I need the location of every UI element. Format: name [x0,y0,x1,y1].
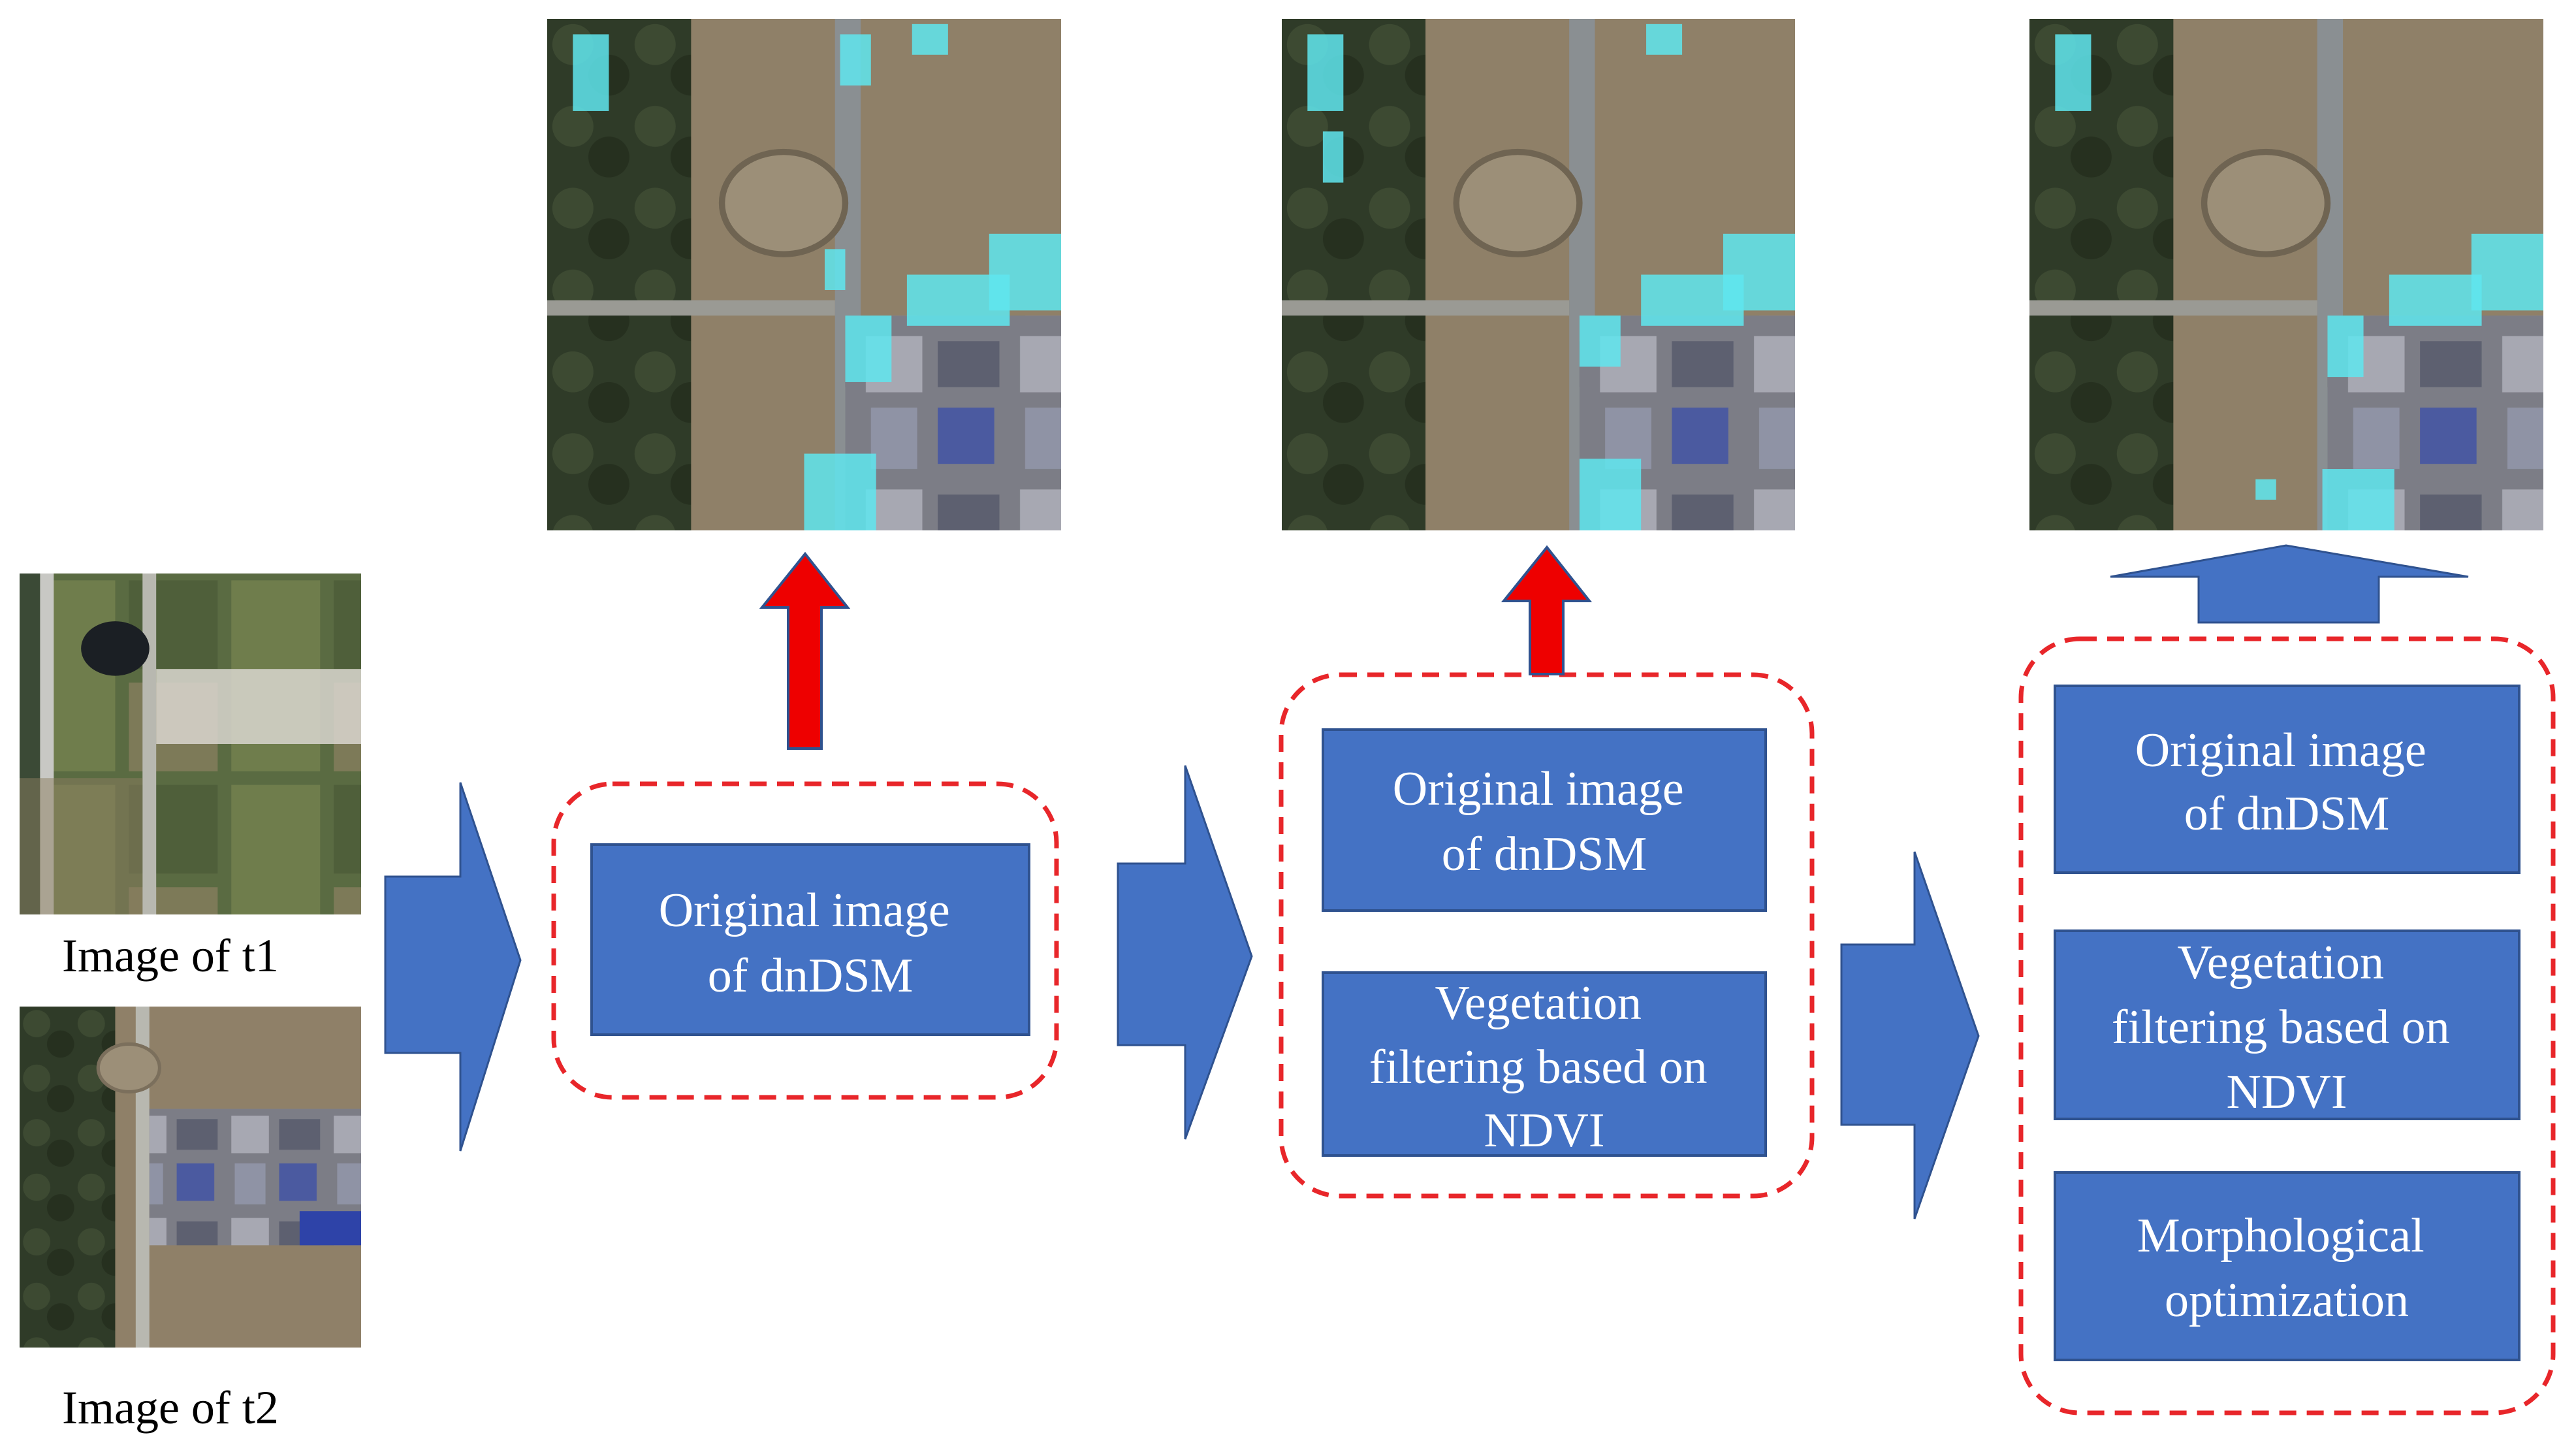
stage2-box-original-line1: Original image [1393,762,1684,816]
arrow-to-stage3 [1841,852,1979,1219]
arrow-to-stage1 [385,783,520,1151]
stage1-red-arrow [762,554,848,749]
stage1-result-image [547,19,1061,530]
stage2-box-original-line2: of dnDSM [1442,828,1647,881]
stage3-result-image [2029,19,2543,530]
stage2-box-vegetation-line2: filtering based on [1369,1041,1708,1094]
stage2: Original image of dnDSM Vegetation filte… [1281,19,1812,1196]
stage1-box-original-line1: Original image [659,884,950,937]
stage3-blue-up-arrow [2110,545,2468,622]
stage3-box-morphological-line2: optimization [2165,1274,2409,1327]
t2-caption: Image of t2 [62,1381,279,1434]
satellite-image-icon [20,574,361,914]
stage2-box-vegetation: Vegetation filtering based on NDVI [1323,973,1766,1157]
stage3-box-original-line1: Original image [2135,724,2426,777]
stage3-box-vegetation-line2: filtering based on [2112,1001,2450,1054]
t2-image: Image of t2 [20,1007,361,1434]
stage3-box-vegetation-line1: Vegetation [2178,936,2384,990]
stage3: Original image of dnDSM Vegetation filte… [2021,19,2553,1413]
change-detection-result-icon [547,19,1061,530]
t1-image: Image of t1 [20,574,361,982]
stage2-box-vegetation-line3: NDVI [1484,1104,1605,1157]
stage3-box-original: Original image of dnDSM [2055,686,2519,873]
stage3-box-morphological-line1: Morphological [2137,1209,2425,1263]
stage3-box-vegetation: Vegetation filtering based on NDVI [2055,931,2519,1119]
stage1-box-original-line2: of dnDSM [708,949,914,1003]
arrow-to-stage2 [1118,766,1252,1139]
stage2-red-arrow [1504,547,1589,674]
stage2-result-image [1282,19,1795,530]
satellite-image-icon [20,1007,361,1348]
stage1: Original image of dnDSM [547,19,1061,1097]
stage1-box-original: Original image of dnDSM [592,845,1029,1035]
stage3-box-vegetation-line3: NDVI [2227,1065,2347,1119]
stage2-box-original: Original image of dnDSM [1323,730,1766,911]
stage3-box-morphological: Morphological optimization [2055,1172,2519,1360]
t1-caption: Image of t1 [62,929,279,982]
change-detection-result-icon [2029,19,2543,530]
stage3-box-original-line2: of dnDSM [2184,787,2390,841]
change-detection-result-icon [1282,19,1795,530]
stage2-box-vegetation-line1: Vegetation [1435,977,1642,1030]
